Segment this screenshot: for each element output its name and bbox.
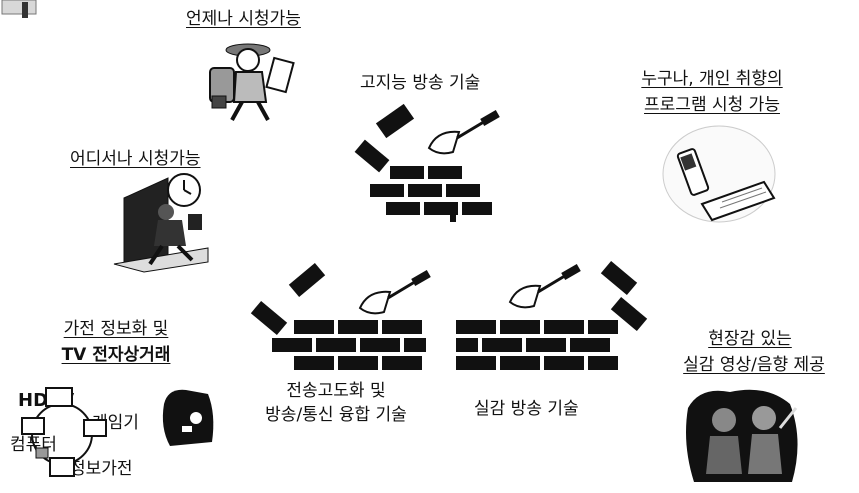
personal-label-line2: 프로그램 시청 가능 [644, 95, 780, 115]
advanced-tech-label: 고지능 방송 기술 [360, 73, 481, 93]
realism-label-line2: 실감 영상/음향 제공 [683, 355, 825, 375]
brick-wall-right [456, 260, 648, 370]
corner-fragment-icon [1, 0, 37, 18]
crowd-clipart-icon [686, 389, 798, 482]
appliance-label-line1: 가전 정보화 및 [63, 319, 169, 339]
info-appliance-label: 정보가전 [70, 459, 133, 479]
trowel-right-icon [508, 264, 581, 309]
anytime-label: 언제나 시청가능 [186, 9, 301, 29]
convergence-tech-label-line2: 방송/통신 융합 기술 [265, 405, 407, 425]
running-man-clipart-icon [113, 173, 209, 273]
realism-label-line1: 현장감 있는 [708, 329, 792, 349]
personal-label-line1: 누구나, 개인 취향의 [641, 69, 783, 89]
realistic-tech-label: 실감 방송 기술 [474, 399, 579, 419]
trowel-left-icon [358, 270, 431, 315]
phone-laptop-clipart-icon [662, 125, 776, 223]
anywhere-label: 어디서나 시청가능 [70, 149, 201, 169]
brick-wall-top [354, 103, 492, 222]
appliance-label-line2: TV 전자상거래 [61, 345, 171, 365]
convergence-tech-label-line1: 전송고도화 및 [286, 381, 386, 401]
devices-network-icon [21, 387, 107, 477]
trowel-top-icon [427, 110, 500, 155]
brick-wall-left [250, 262, 426, 370]
shopping-clipart-icon [162, 389, 214, 446]
hiker-clipart-icon [209, 43, 295, 121]
